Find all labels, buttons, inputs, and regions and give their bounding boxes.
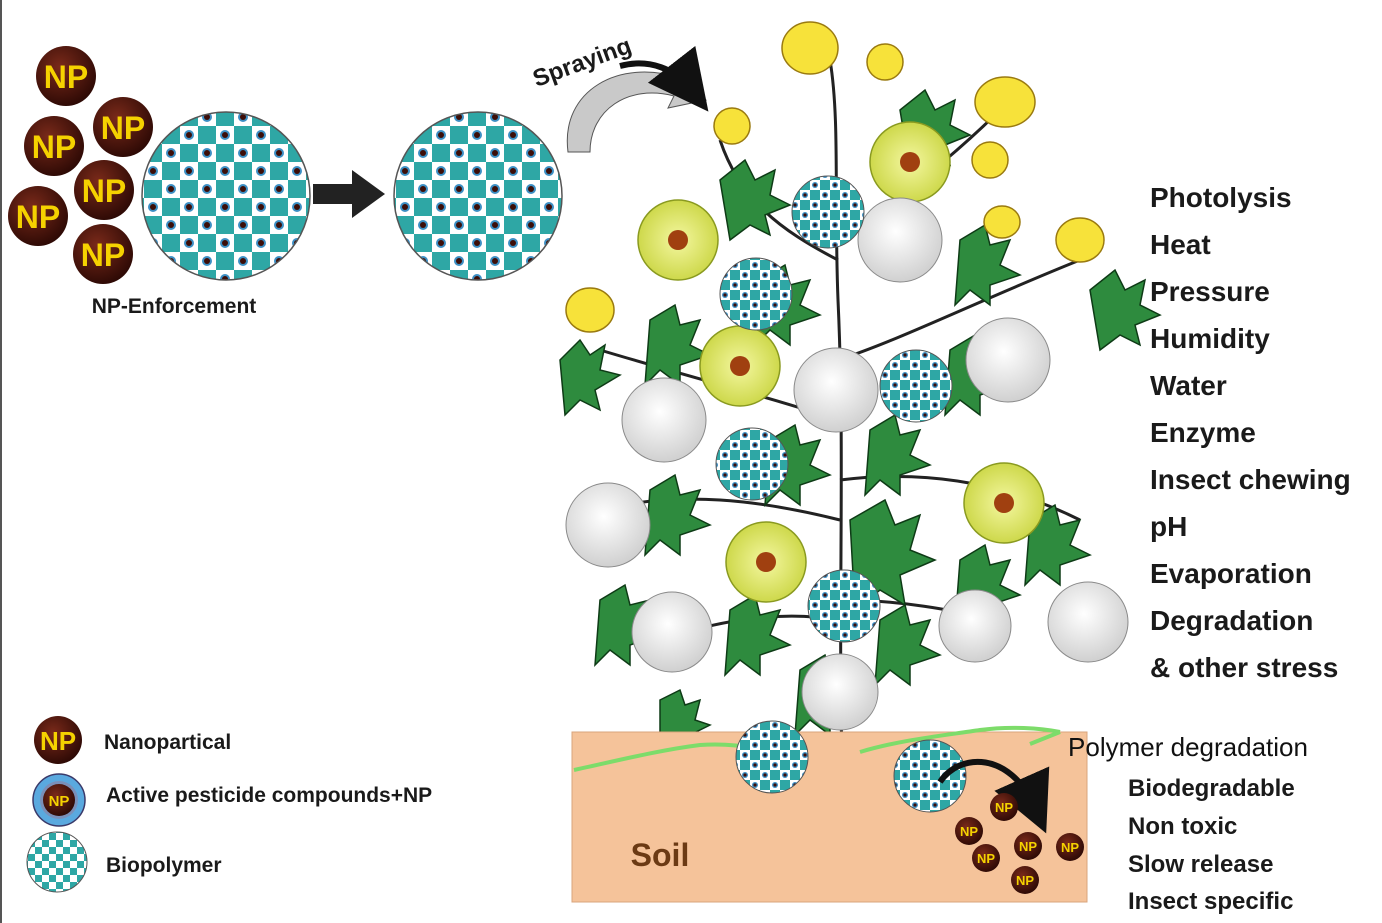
nanoparticle-icon: NP <box>955 817 983 845</box>
legend: NP Nanopartical NP Active pesticide comp… <box>26 716 432 893</box>
nanoparticle-icon: NP <box>990 793 1018 821</box>
nanoparticle-icon: NP <box>34 716 82 764</box>
property-item: Biodegradable <box>1128 775 1295 802</box>
cotton-plant <box>559 21 1162 761</box>
nanoparticle-icon: NP <box>972 844 1000 872</box>
nanoparticle-icon: NP <box>36 46 96 106</box>
polymer-degradation-label: Polymer degradation <box>1068 732 1308 762</box>
release-arrow <box>937 758 1050 834</box>
soil-biopolymer-sphere <box>735 720 809 794</box>
degrading-biopolymer-sphere <box>893 739 967 813</box>
property-item: Slow release <box>1128 851 1273 878</box>
released-nanoparticles: NP NP NP NP NP NP <box>955 793 1084 894</box>
np-label: NP <box>82 173 126 209</box>
cotton-bolls <box>565 197 1129 731</box>
nanoparticle-icon: NP <box>1056 833 1084 861</box>
biopolymer-sphere-enforced <box>141 111 311 281</box>
np-label: NP <box>101 110 145 146</box>
biopolymer-icon <box>26 831 88 893</box>
np-label: NP <box>977 851 995 866</box>
stress-item: Water <box>1150 370 1227 401</box>
np-label: NP <box>1019 839 1037 854</box>
np-cluster: NP NP NP NP NP NP <box>8 46 153 284</box>
legend-label: Active pesticide compounds+NP <box>106 784 432 807</box>
transfer-arrow <box>313 170 385 218</box>
nanoparticle-icon: NP <box>1014 832 1042 860</box>
stress-item: & other stress <box>1150 652 1338 683</box>
coated-nanoparticle-icon: NP <box>32 773 86 827</box>
np-enforcement-label: NP-Enforcement <box>92 295 257 318</box>
stress-item: Insect chewing <box>1150 464 1351 495</box>
property-item: Non toxic <box>1128 813 1237 840</box>
spraying-arrow <box>566 45 709 153</box>
nanoparticle-icon: NP <box>74 160 134 220</box>
soil-label: Soil <box>631 837 690 873</box>
np-label: NP <box>49 793 70 810</box>
stress-item: Photolysis <box>1150 182 1292 213</box>
cotton-buds <box>565 21 1105 333</box>
nanoparticle-icon: NP <box>73 224 133 284</box>
np-label: NP <box>960 824 978 839</box>
stress-factor-list: Photolysis Heat Pressure Humidity Water … <box>1150 182 1351 683</box>
nanoparticle-icon: NP <box>93 97 153 157</box>
stress-item: Evaporation <box>1150 558 1312 589</box>
np-label: NP <box>1016 873 1034 888</box>
plant-biopolymer-spheres <box>715 175 953 643</box>
np-label: NP <box>81 237 125 273</box>
nanoparticle-icon: NP <box>24 116 84 176</box>
nanoparticle-icon: NP <box>1011 866 1039 894</box>
stress-item: Degradation <box>1150 605 1313 636</box>
stress-item: pH <box>1150 511 1187 542</box>
stress-item: Humidity <box>1150 323 1270 354</box>
nanoparticle-icon: NP <box>8 186 68 246</box>
legend-label: Biopolymer <box>106 854 222 877</box>
np-label: NP <box>1061 840 1079 855</box>
legend-label: Nanopartical <box>104 731 231 754</box>
property-item: Insect specific <box>1128 888 1293 915</box>
cotton-flowers <box>637 121 1045 603</box>
np-label: NP <box>44 59 88 95</box>
biopolymer-sphere-loaded <box>393 111 563 281</box>
np-label: NP <box>40 726 76 756</box>
np-label: NP <box>16 199 60 235</box>
stress-item: Enzyme <box>1150 417 1256 448</box>
np-label: NP <box>32 129 76 165</box>
stress-item: Pressure <box>1150 276 1270 307</box>
np-label: NP <box>995 800 1013 815</box>
stress-item: Heat <box>1150 229 1211 260</box>
property-list: Biodegradable Non toxic Slow release Ins… <box>1128 775 1295 915</box>
